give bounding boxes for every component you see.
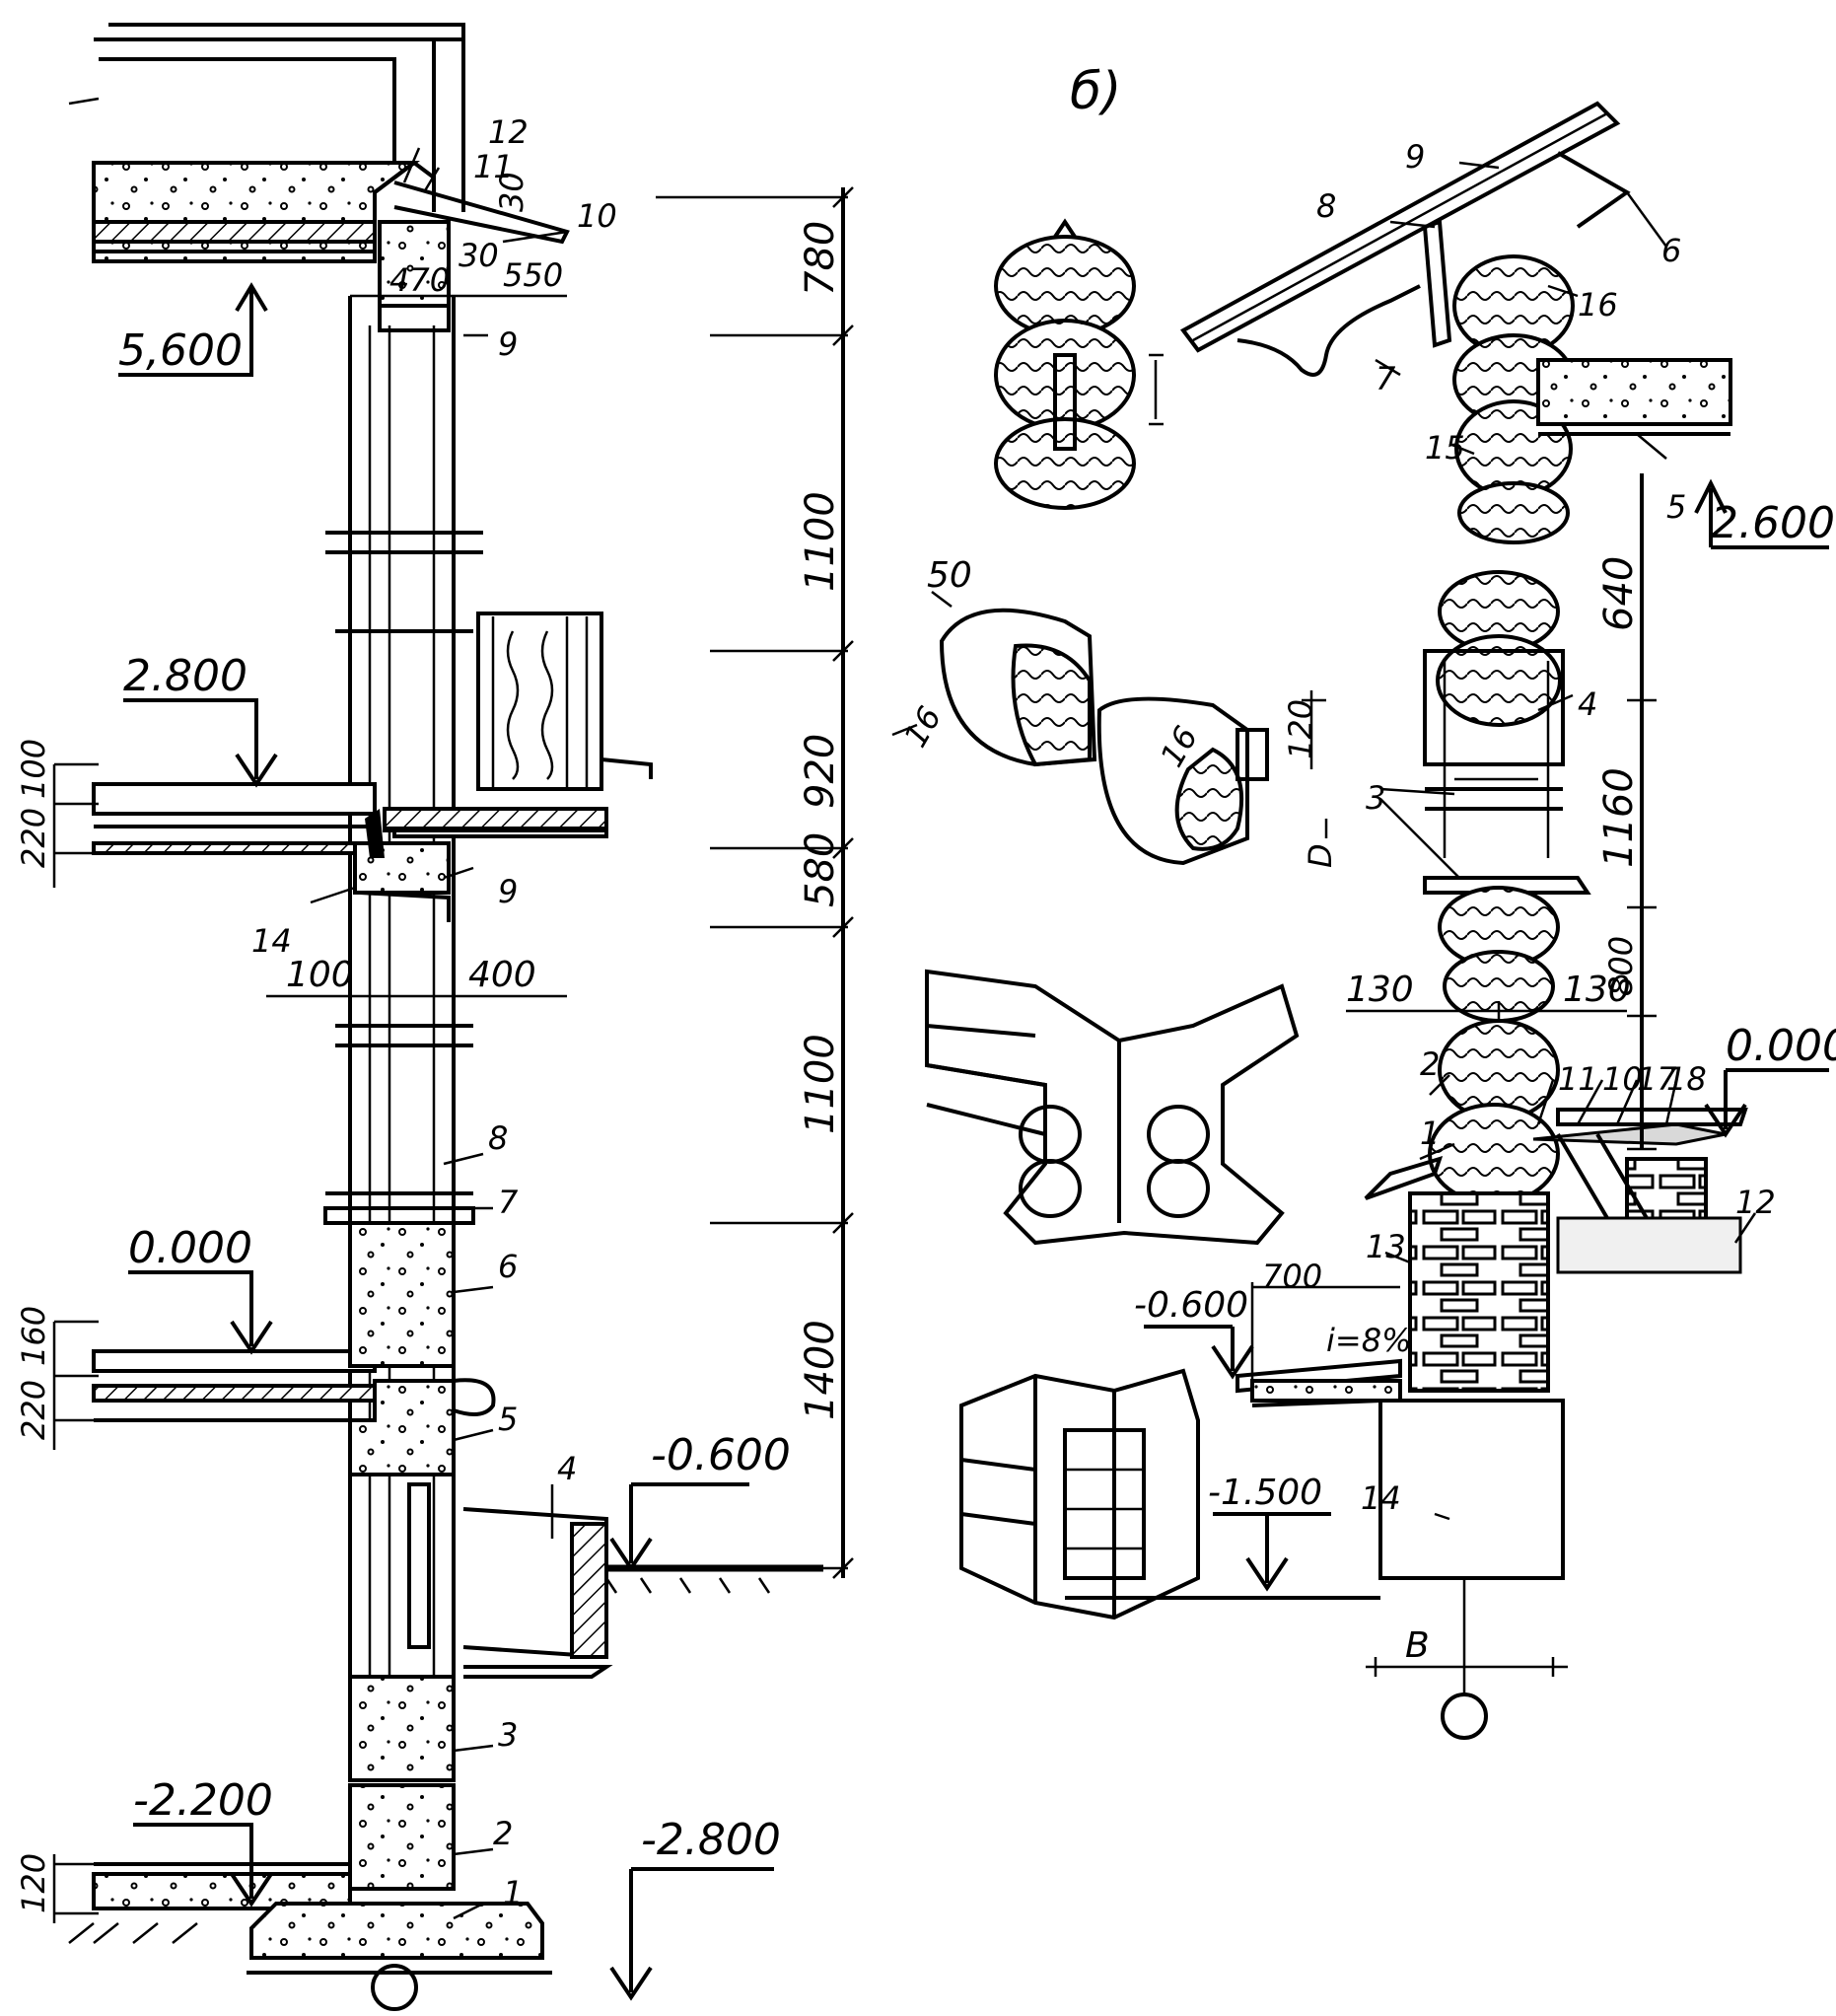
layer-dim-220-upper: 220 xyxy=(15,808,52,868)
log-dim-120: 120 xyxy=(1282,699,1319,759)
elevation-a-roof: 5,600 xyxy=(118,325,243,376)
callout-b-9: 9 xyxy=(1405,138,1425,176)
dim-a-1100-lower: 1100 xyxy=(798,1034,843,1134)
section-a xyxy=(52,23,854,2011)
log-dim-16-a: 16 xyxy=(896,700,949,754)
elevation-a-second-floor: 2.800 xyxy=(123,651,247,701)
wall-dim-400: 400 xyxy=(468,955,536,995)
log-corner-detail-1 xyxy=(925,969,1300,1246)
dim-a-1100-upper: 1100 xyxy=(798,491,843,592)
roof-dim-30-top: 30 xyxy=(493,172,530,212)
elevation-a-basement: -2.200 xyxy=(133,1775,273,1826)
callout-b-15: 15 xyxy=(1425,429,1465,467)
callout-b-10: 10 xyxy=(1602,1060,1643,1098)
callout-b-14: 14 xyxy=(1361,1479,1401,1517)
callout-a-10: 10 xyxy=(577,197,617,235)
log-notch-detail xyxy=(891,591,1328,866)
roof-dim-30: 30 xyxy=(459,237,499,274)
elevation-b-grade: -0.600 xyxy=(1134,1285,1248,1326)
callout-b-6: 6 xyxy=(1661,232,1681,269)
dim-a-920: 920 xyxy=(798,734,843,809)
layer-dim-120: 120 xyxy=(15,1853,52,1913)
callout-b-5: 5 xyxy=(1666,488,1686,526)
callout-b-1: 1 xyxy=(1420,1115,1440,1152)
callout-a-7: 7 xyxy=(498,1184,519,1221)
dim-b-1160: 1160 xyxy=(1596,767,1642,868)
log-wall-section xyxy=(1364,254,1748,1274)
log-corner-detail-2 xyxy=(959,1368,1200,1620)
log-dim-d: D xyxy=(1302,843,1339,868)
dim-a-580: 580 xyxy=(798,832,843,907)
dim-a-780: 780 xyxy=(798,221,843,296)
elevation-b-ceiling: 2.600 xyxy=(1711,498,1835,548)
elevation-a-grade: -0.600 xyxy=(651,1430,791,1480)
callout-a-11: 11 xyxy=(473,148,514,185)
roof-eave xyxy=(1180,101,1631,377)
sheet-label: б) xyxy=(1070,62,1121,121)
callout-b-2: 2 xyxy=(1420,1045,1440,1083)
layer-dim-220-lower: 220 xyxy=(15,1380,52,1440)
callout-b-3: 3 xyxy=(1366,779,1385,817)
elevation-b-floor: 0.000 xyxy=(1726,1021,1836,1071)
layer-dim-160: 160 xyxy=(15,1306,52,1366)
log-joint-detail xyxy=(994,218,1164,510)
foundation xyxy=(1065,1191,1568,1740)
elevation-a-footing: -2.800 xyxy=(641,1815,781,1865)
axis-letter: В xyxy=(1405,1625,1430,1666)
callout-a-12: 12 xyxy=(488,113,529,151)
callout-b-17: 17 xyxy=(1637,1060,1677,1098)
callout-b-18: 18 xyxy=(1666,1060,1707,1098)
elevation-b-footing: -1.500 xyxy=(1208,1473,1322,1513)
callout-b-11: 11 xyxy=(1558,1060,1598,1098)
log-dim-50: 50 xyxy=(927,555,972,596)
dim-b-slope: i=8% xyxy=(1326,1322,1411,1359)
layer-dim-100: 100 xyxy=(15,739,52,799)
dim-a-1400: 1400 xyxy=(798,1320,843,1420)
callout-b-13: 13 xyxy=(1366,1228,1406,1265)
callout-b-4: 4 xyxy=(1578,685,1597,723)
dim-b-130-left: 130 xyxy=(1346,970,1414,1010)
section-b xyxy=(891,101,1829,1740)
callout-a-1: 1 xyxy=(503,1874,523,1911)
roof-dim-550: 550 xyxy=(503,256,563,294)
callout-a-14: 14 xyxy=(251,922,292,960)
callout-a-4: 4 xyxy=(557,1450,577,1487)
dim-b-700: 700 xyxy=(1262,1258,1322,1295)
callout-a-5: 5 xyxy=(498,1401,518,1438)
callout-b-8: 8 xyxy=(1316,187,1336,225)
callout-a-9-top: 9 xyxy=(498,325,518,363)
dim-b-640: 640 xyxy=(1596,556,1642,631)
callout-a-2: 2 xyxy=(493,1815,513,1852)
callout-a-9-mid: 9 xyxy=(498,873,518,910)
callout-b-16: 16 xyxy=(1578,286,1618,324)
callout-a-8: 8 xyxy=(488,1119,508,1157)
dim-b-800: 800 xyxy=(1602,936,1640,996)
dim-b-130-right: 130 xyxy=(1563,970,1631,1010)
callout-a-3: 3 xyxy=(498,1716,518,1754)
callout-b-7: 7 xyxy=(1376,360,1396,397)
callout-a-6: 6 xyxy=(498,1248,518,1285)
elevation-a-ground-floor: 0.000 xyxy=(128,1223,252,1273)
roof-dim-470: 470 xyxy=(389,261,450,299)
wall-dim-100: 100 xyxy=(286,955,354,995)
callout-b-12: 12 xyxy=(1735,1184,1776,1221)
